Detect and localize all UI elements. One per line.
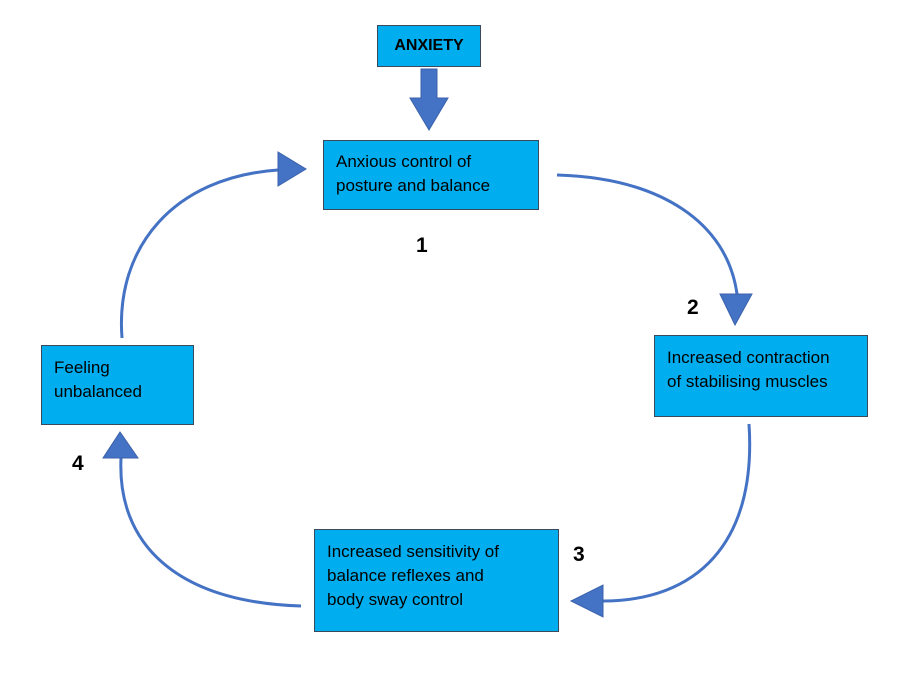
step-2-box: Increased contraction of stabilising mus… <box>654 335 868 417</box>
arrowhead-to-step-4 <box>102 431 139 459</box>
step-4-number: 4 <box>72 452 84 475</box>
step-2-number: 2 <box>687 296 699 319</box>
connector-3-to-4 <box>119 457 302 608</box>
arrowhead-to-step-1 <box>277 151 307 187</box>
connector-1-to-2 <box>556 173 739 295</box>
arrowhead-to-step-2 <box>719 293 753 327</box>
step-3-number: 3 <box>573 543 585 566</box>
connector-2-to-3 <box>602 423 752 603</box>
arrowhead-to-step-3 <box>569 584 604 618</box>
connector-4-to-1 <box>119 168 279 339</box>
step-4-box: Feeling unbalanced <box>41 345 194 425</box>
trigger-arrow <box>409 68 449 131</box>
step-1-box: Anxious control of posture and balance <box>323 140 539 210</box>
step-3-box: Increased sensitivity of balance reflexe… <box>314 529 559 632</box>
anxiety-trigger-box: ANXIETY <box>377 25 481 67</box>
step-1-number: 1 <box>416 234 428 257</box>
